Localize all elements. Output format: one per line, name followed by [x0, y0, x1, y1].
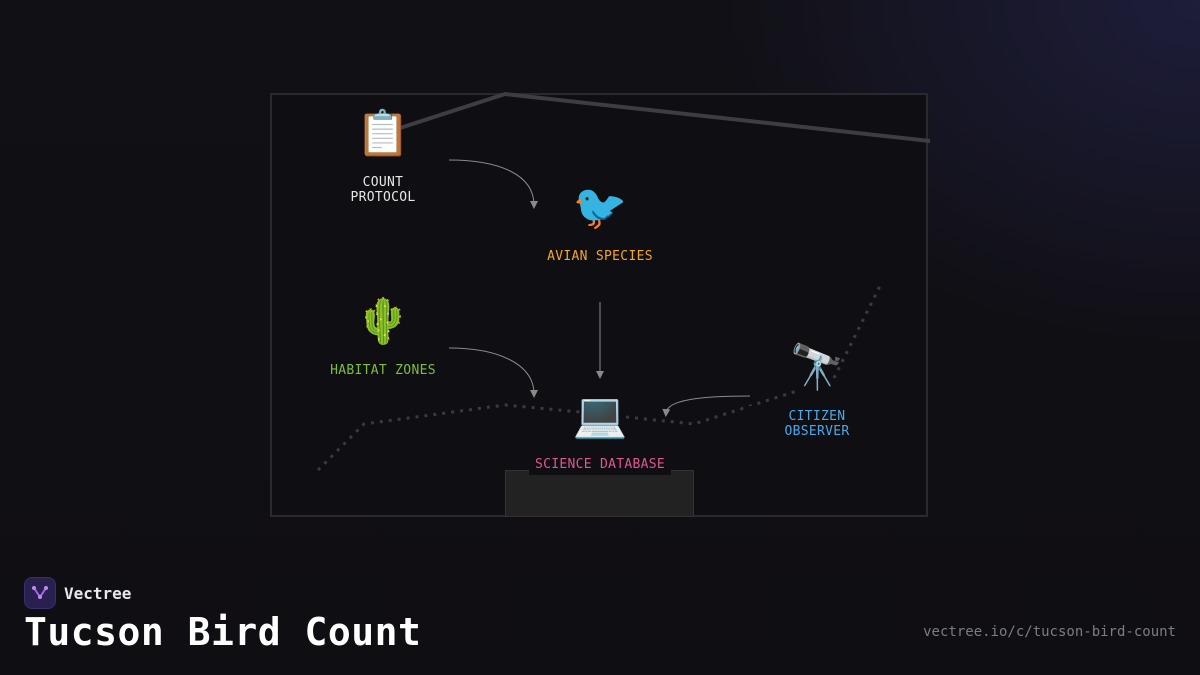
node-count-protocol[interactable]: 📋 COUNT PROTOCOL — [323, 108, 443, 208]
decor-line-top — [399, 91, 931, 143]
cactus-icon: 🌵 — [355, 296, 411, 347]
node-label: CITIZEN OBSERVER — [746, 406, 888, 442]
bottom-panel-tab — [505, 470, 694, 517]
decor-dotted-line — [316, 403, 581, 472]
node-label: HABITAT ZONES — [324, 360, 442, 381]
page-title: Tucson Bird Count — [24, 610, 422, 654]
laptop-icon: 💻 — [572, 390, 628, 441]
brand[interactable]: Vectree — [24, 577, 131, 609]
edge-habitat-to-database — [448, 347, 538, 398]
bird-icon: 🐦 — [572, 182, 628, 233]
node-label: COUNT PROTOCOL — [323, 172, 443, 208]
node-label: SCIENCE DATABASE — [528, 454, 672, 475]
node-citizen-observer[interactable]: 🔭 CITIZEN OBSERVER — [746, 342, 888, 442]
node-science-database[interactable]: 💻 SCIENCE DATABASE — [520, 390, 680, 475]
node-label: AVIAN SPECIES — [541, 246, 659, 267]
page-url[interactable]: vectree.io/c/tucson-bird-count — [923, 624, 1176, 640]
diagram-canvas — [270, 93, 928, 517]
telescope-icon: 🔭 — [789, 342, 845, 393]
node-habitat-zones[interactable]: 🌵 HABITAT ZONES — [323, 296, 443, 381]
edge-protocol-to-species — [448, 159, 538, 209]
vectree-logo-icon — [24, 577, 56, 609]
brand-name: Vectree — [64, 583, 132, 603]
edge-observer-to-database — [662, 395, 751, 417]
clipboard-icon: 📋 — [355, 108, 411, 159]
node-avian-species[interactable]: 🐦 AVIAN SPECIES — [540, 182, 660, 267]
